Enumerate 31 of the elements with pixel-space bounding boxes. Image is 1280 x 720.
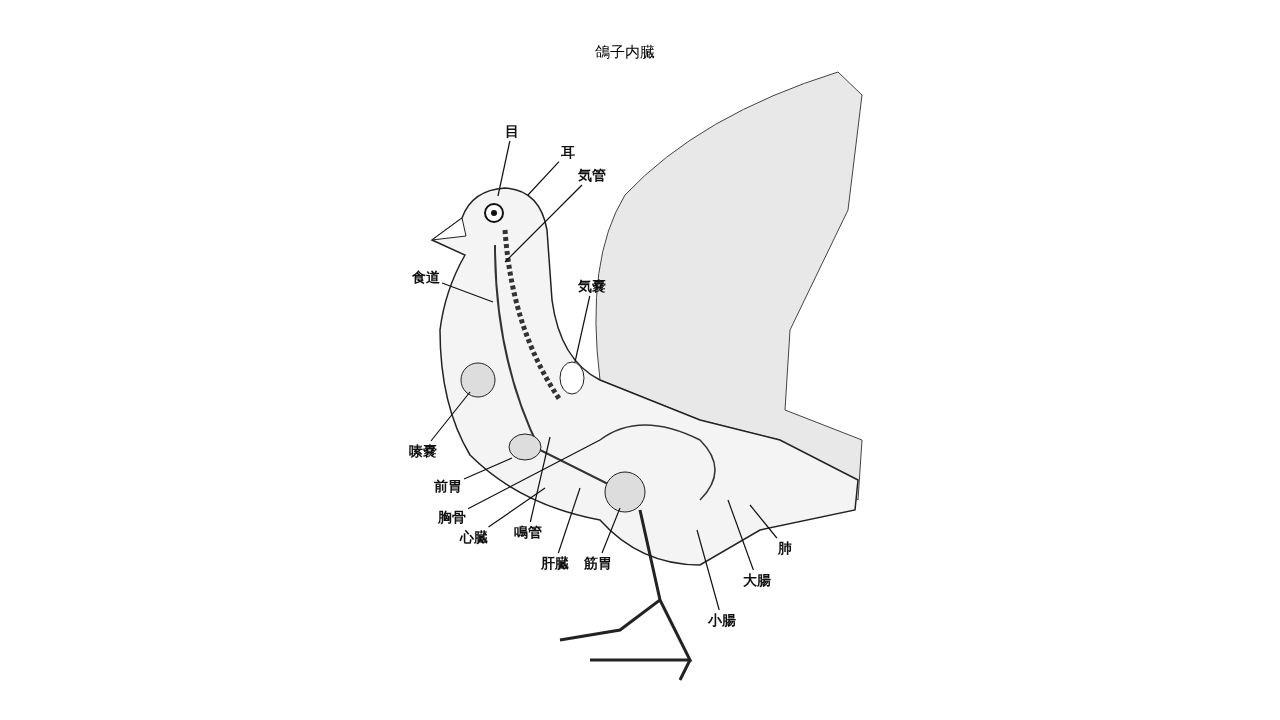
part-label: 心臓 <box>460 529 488 545</box>
leader-line <box>430 391 471 442</box>
leader-line <box>557 487 581 554</box>
leader-line <box>696 529 720 611</box>
part-label: 筋胃 <box>584 555 612 571</box>
leader-line <box>504 184 583 263</box>
part-label: 前胃 <box>434 478 462 494</box>
part-label: 耳 <box>561 144 575 160</box>
leader-line <box>441 282 494 303</box>
leader-line <box>527 161 560 196</box>
part-label: 鳴管 <box>514 524 542 540</box>
part-label: 大腸 <box>743 572 771 588</box>
leader-line <box>467 439 601 510</box>
part-label: 嗉嚢 <box>409 443 437 459</box>
diagram-title: 鴿子内臓 <box>595 42 655 62</box>
leader-line <box>529 436 551 523</box>
part-label: 肝臓 <box>541 555 569 571</box>
part-label: 気嚢 <box>578 278 606 294</box>
part-label: 肺 <box>778 540 792 556</box>
part-label: 胸骨 <box>438 509 466 525</box>
leader-line <box>487 487 546 528</box>
leader-line <box>463 457 513 480</box>
part-label: 食道 <box>412 269 440 285</box>
part-label: 気管 <box>578 167 606 183</box>
part-label: 小腸 <box>708 612 736 628</box>
leader-line <box>601 507 621 554</box>
leader-line <box>749 504 778 539</box>
leader-line <box>727 499 754 571</box>
part-label: 目 <box>505 123 519 139</box>
leader-line <box>574 295 591 363</box>
leader-line <box>497 140 511 197</box>
